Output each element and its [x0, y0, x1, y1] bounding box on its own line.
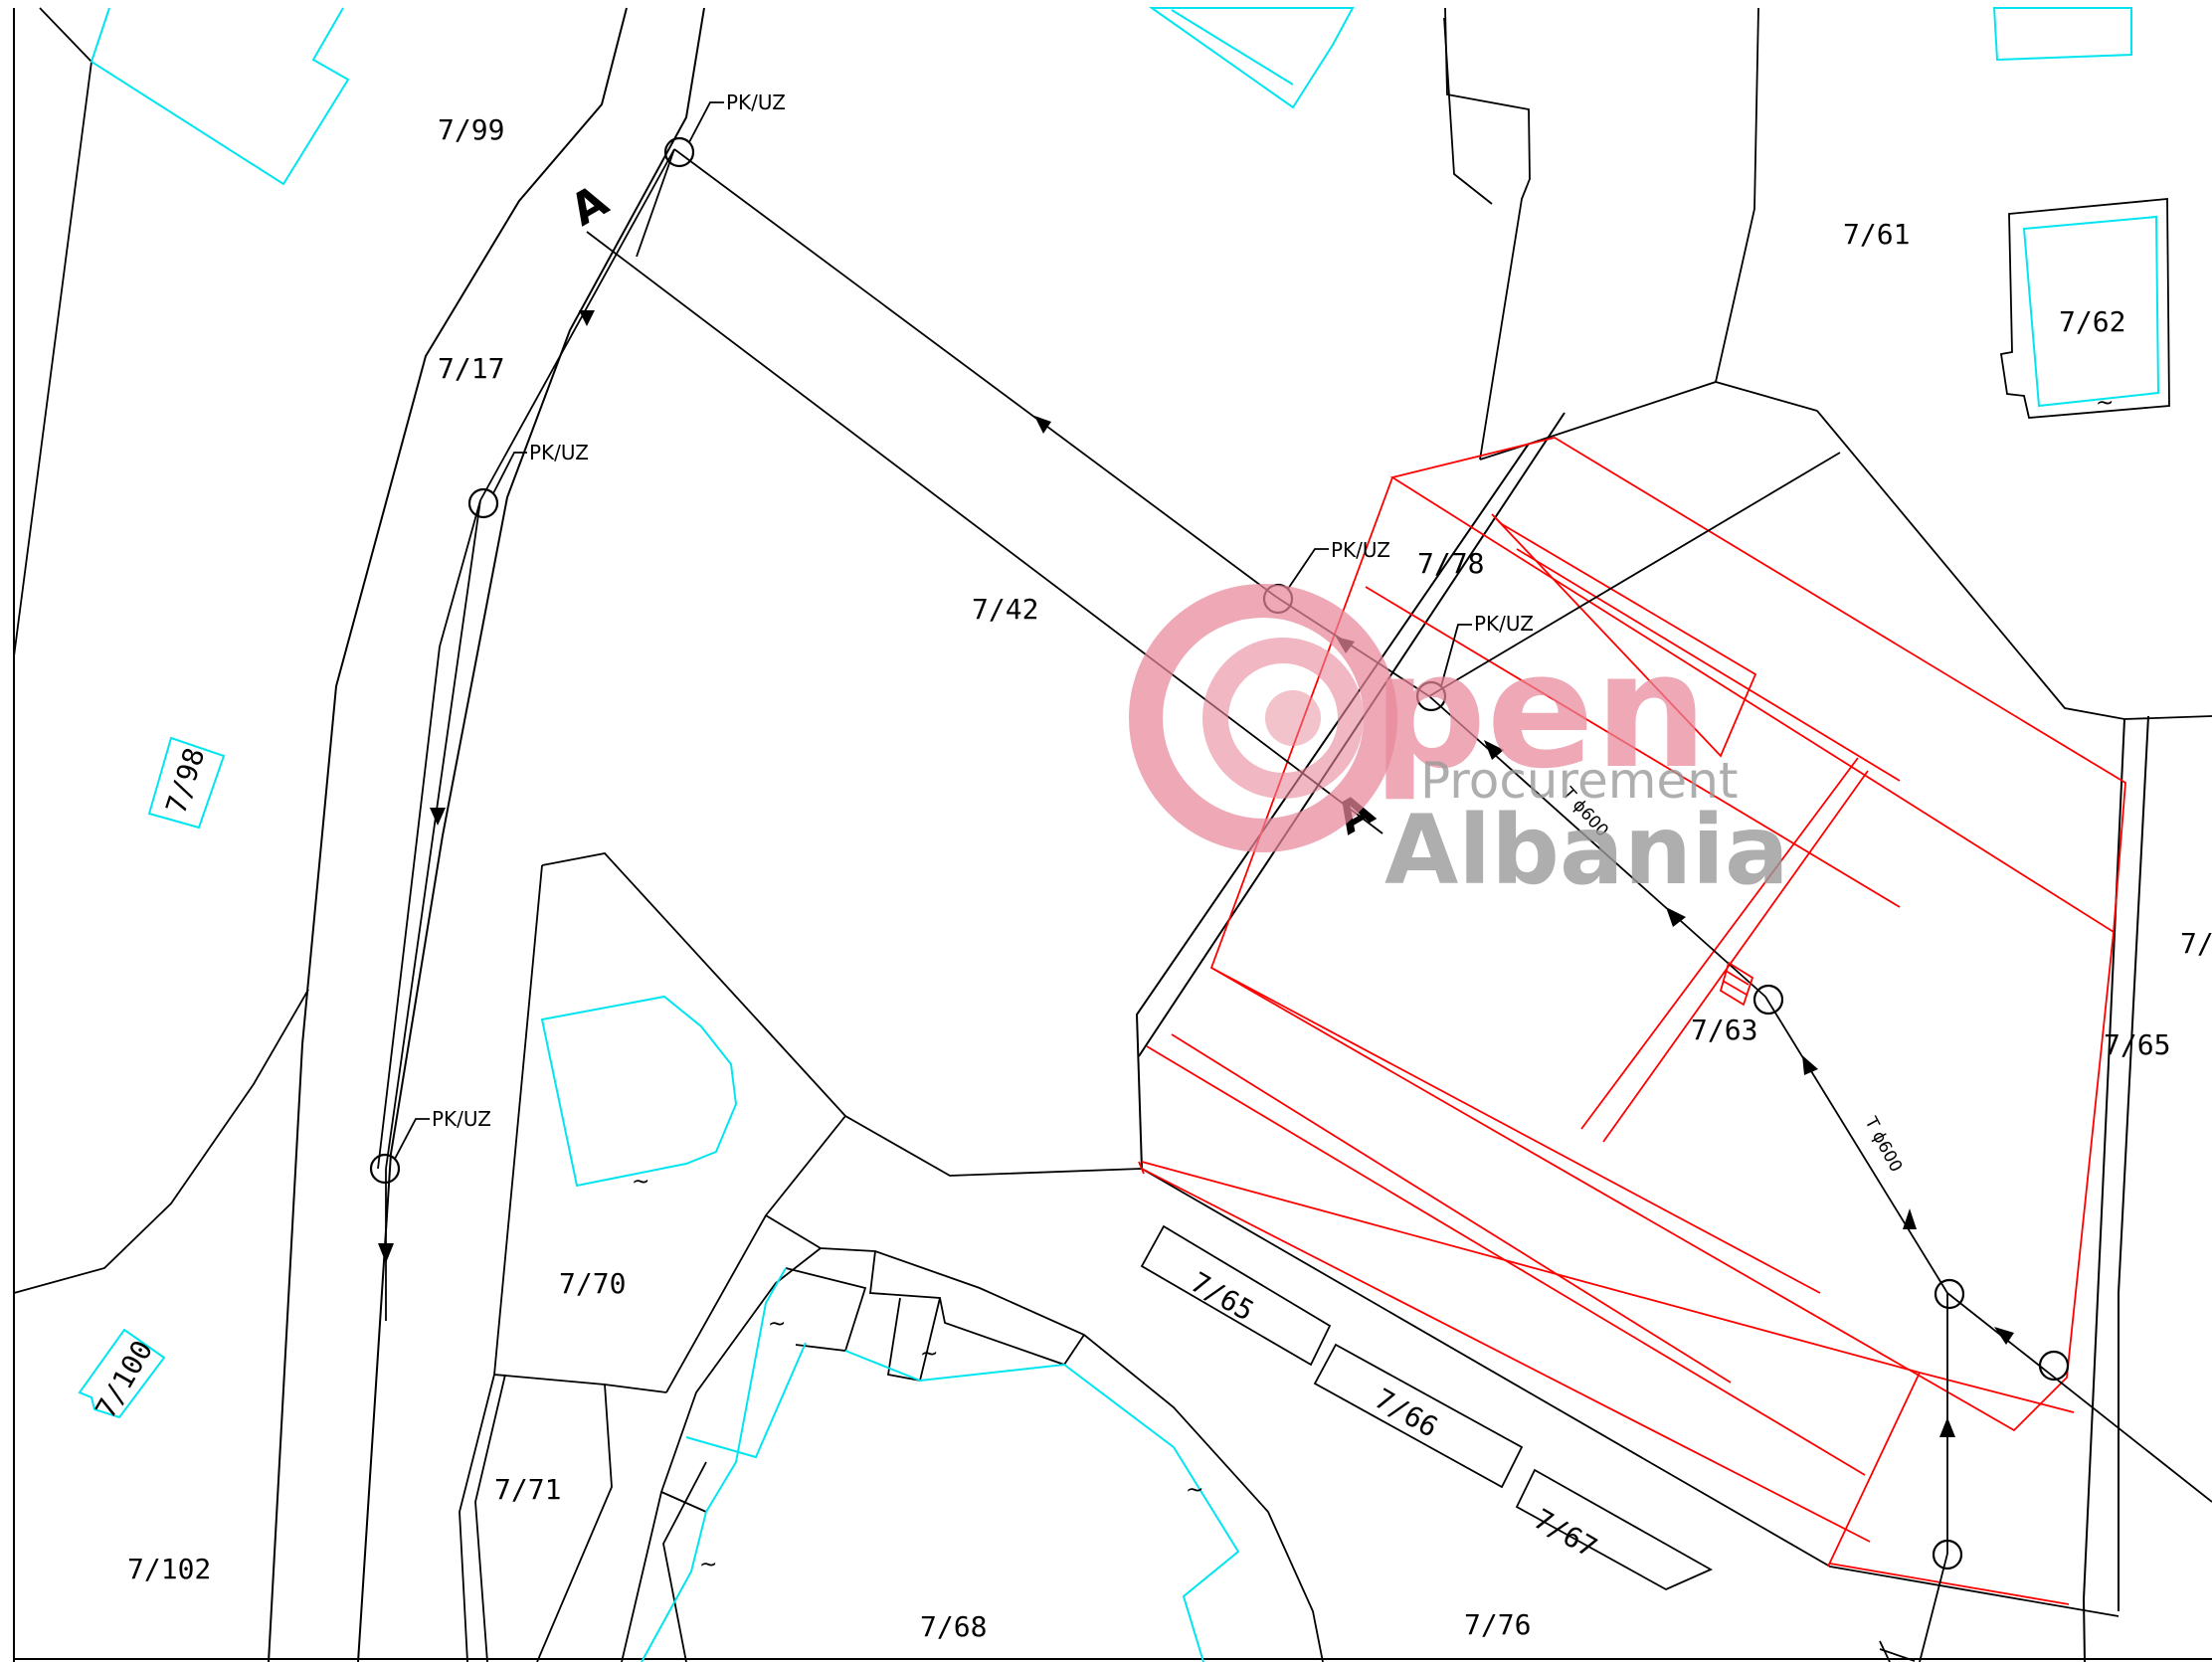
parcel-label: 7/102 — [127, 1553, 211, 1585]
tilde-icon: ~ — [768, 1312, 786, 1337]
manhole-label: PK/UZ — [1331, 538, 1390, 562]
manhole-label: PK/UZ — [726, 91, 786, 114]
watermark-word: pen — [1373, 618, 1708, 804]
parcel-label: 7/78 — [1417, 547, 1484, 580]
parcel-label: 7/63 — [1691, 1014, 1757, 1046]
tilde-icon: ~ — [632, 1170, 649, 1195]
tilde-icon: ~ — [699, 1553, 717, 1577]
manhole-icon — [663, 136, 695, 168]
manholes — [369, 136, 2070, 1570]
flow-arrow-icon — [1903, 1208, 1917, 1229]
manhole-labels: PK/UZ PK/UZ PK/UZ PK/UZ PK/UZ — [432, 91, 1534, 1131]
watermark-line2: Albania — [1384, 795, 1789, 906]
manhole-icon — [1752, 984, 1784, 1016]
project-area-outlines — [1138, 437, 2126, 1605]
parcel-label: 7/76 — [1464, 1608, 1531, 1641]
flow-arrow-icon — [1939, 1417, 1955, 1437]
manhole-icon — [1932, 1539, 1963, 1570]
tilde-icon: ~ — [920, 1342, 938, 1367]
parcel-label: 7/17 — [438, 352, 504, 385]
section-markers: A A — [562, 175, 1382, 844]
manhole-label: PK/UZ — [529, 441, 589, 464]
parcel-label: 7/99 — [438, 113, 504, 146]
manhole-icon — [369, 1153, 401, 1185]
parcel-boundaries — [13, 7, 2212, 1662]
parcel-label: 7/61 — [1843, 218, 1910, 251]
manhole-icon — [2038, 1350, 2070, 1382]
tilde-icon: ~ — [2096, 391, 2114, 416]
section-marker-a-start: A — [562, 175, 617, 236]
manhole-label: PK/UZ — [1474, 612, 1534, 636]
parcel-label: 7/67 — [1529, 1502, 1603, 1564]
parcel-label: 7/ — [2180, 927, 2212, 960]
parcel-label: 7/65 — [2104, 1028, 2170, 1061]
flow-arrow-icon — [1666, 907, 1686, 927]
parcel-label: 7/42 — [972, 593, 1038, 626]
watermark: pen Procurement Albania — [1129, 584, 1789, 906]
parcel-label: 7/62 — [2059, 305, 2125, 338]
parcel-labels: 7/99 7/17 7/42 7/78 7/61 7/62 7/98 7/63 … — [89, 113, 2212, 1643]
manhole-leaders — [394, 101, 1472, 1160]
parcel-label: 7/68 — [920, 1610, 987, 1643]
manhole-icon — [1934, 1278, 1965, 1310]
manhole-icon — [1415, 680, 1447, 712]
flow-arrow-icon — [430, 808, 446, 826]
flow-arrow-icon — [1484, 740, 1504, 760]
parcel-label: 7/65 — [1186, 1265, 1260, 1327]
pipe-label: T ϕ600 — [1860, 1113, 1906, 1176]
flow-arrow-icon — [378, 1243, 394, 1263]
flow-arrow-icon — [579, 310, 595, 326]
tilde-icon: ~ — [1186, 1478, 1203, 1503]
parcel-label: 7/71 — [494, 1473, 561, 1506]
map-frame — [13, 8, 2212, 1662]
watermark-line1: Procurement — [1420, 752, 1738, 810]
flow-arrow-icon — [1034, 416, 1051, 434]
flow-arrow-icon — [1802, 1055, 1818, 1075]
flow-arrows — [378, 310, 2014, 1437]
parcel-label: 7/70 — [559, 1267, 626, 1300]
manhole-label: PK/UZ — [432, 1107, 491, 1131]
flow-arrow-icon — [1994, 1327, 2014, 1345]
building-outlines — [78, 7, 2160, 1662]
manhole-icon — [467, 487, 499, 519]
building-markers: ~ ~ ~ ~ ~ ~ — [632, 391, 2114, 1577]
